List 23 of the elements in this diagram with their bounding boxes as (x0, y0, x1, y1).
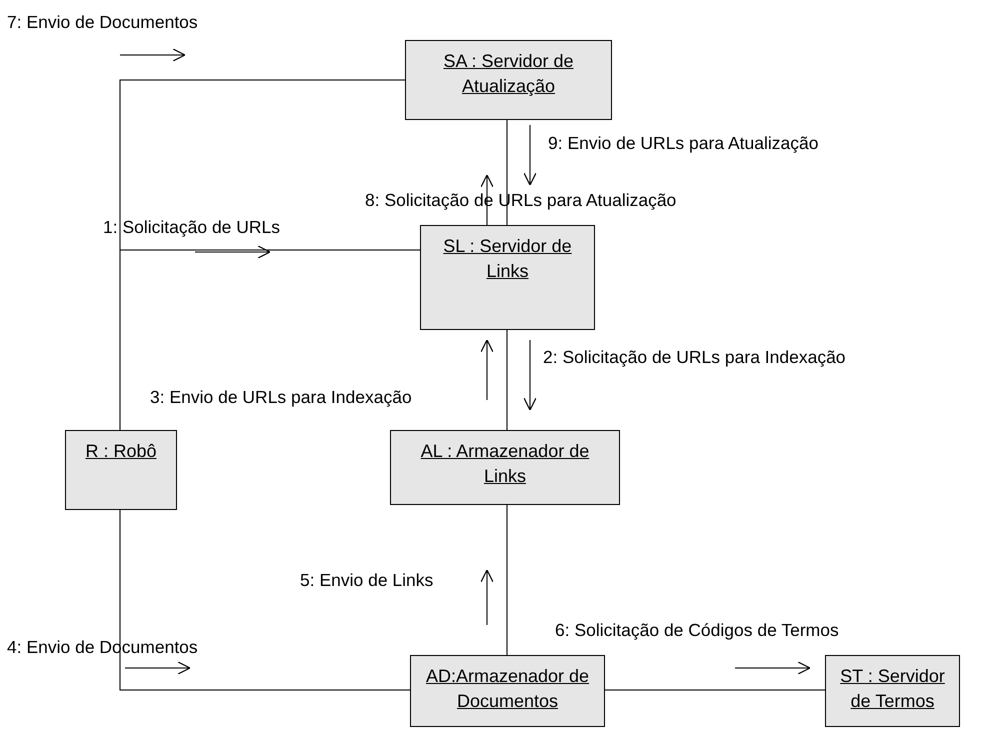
object-box (410, 655, 605, 727)
object-name: ST : Servidor de Termos (839, 665, 946, 713)
object-box (65, 430, 177, 510)
connector-line (120, 510, 410, 690)
object-box (420, 225, 595, 330)
object-name: AL : Armazenador de Links (420, 440, 590, 488)
message-label: 5: Envio de Links (300, 570, 434, 591)
object-box (825, 655, 960, 727)
message-label: 1: Solicitação de URLs (103, 217, 280, 238)
object-name: AD:Armazenador de Documentos (424, 665, 590, 713)
connector-line (506, 330, 508, 430)
object-box (390, 430, 620, 505)
message-label: 9: Envio de URLs para Atualização (548, 133, 818, 154)
connector-line (506, 120, 508, 226)
message-label: 2: Solicitação de URLs para Indexação (543, 347, 846, 368)
connector-line (506, 504, 508, 656)
message-label: 7: Envio de Documentos (7, 12, 198, 33)
object-box (405, 40, 612, 120)
object-name: SA : Servidor de Atualização (442, 50, 575, 98)
object-name: R : Robô (85, 440, 157, 463)
object-name: SL : Servidor de Links (442, 235, 572, 283)
message-label: 6: Solicitação de Códigos de Termos (555, 620, 839, 641)
message-label: 3: Envio de URLs para Indexação (150, 387, 412, 408)
